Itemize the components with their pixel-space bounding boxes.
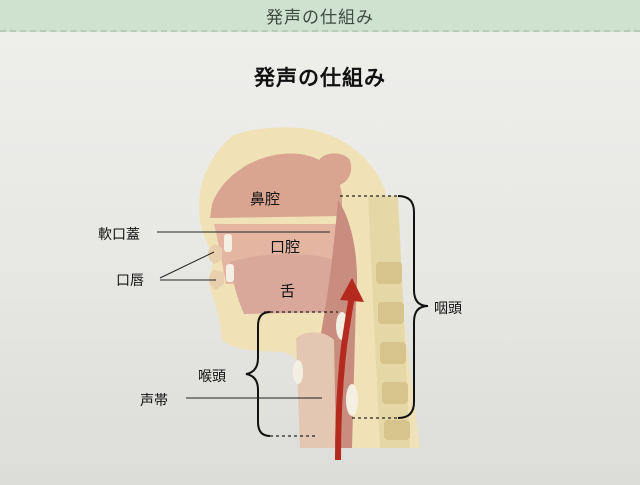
label-lips: 口唇 bbox=[116, 273, 144, 289]
slide-title: 発声の仕組み bbox=[254, 66, 386, 90]
cartilage bbox=[293, 360, 303, 384]
airflow-arrow-shaft bbox=[335, 295, 355, 461]
vertebra bbox=[384, 420, 410, 440]
label-pharynx: 咽頭 bbox=[434, 301, 462, 317]
label-tongue: 舌 bbox=[280, 282, 296, 300]
larynx-brace bbox=[245, 311, 271, 437]
lips-pointer-upper bbox=[159, 251, 215, 279]
vertebra bbox=[376, 262, 402, 284]
header-title: 発声の仕組み bbox=[266, 7, 374, 28]
label-soft-palate: 軟口蓋 bbox=[98, 227, 140, 243]
tongue bbox=[230, 254, 349, 314]
larynx-tissue bbox=[296, 332, 336, 448]
lower-teeth bbox=[226, 264, 234, 282]
label-larynx: 喉頭 bbox=[198, 369, 226, 385]
upper-teeth bbox=[224, 234, 232, 252]
upper-lip bbox=[208, 244, 222, 264]
label-oral-cavity: 口腔 bbox=[270, 238, 301, 256]
vertebra bbox=[380, 342, 406, 364]
cartilage bbox=[346, 384, 358, 416]
vertebra bbox=[382, 382, 408, 404]
header-bar: 発声の仕組み bbox=[0, 0, 640, 32]
pharynx-brace bbox=[397, 195, 429, 419]
nasal-cavity bbox=[210, 153, 342, 218]
label-nasal-cavity: 鼻腔 bbox=[250, 190, 281, 208]
airflow-arrow-head bbox=[340, 278, 364, 302]
lower-lip bbox=[208, 270, 224, 290]
sinus bbox=[316, 153, 352, 186]
vertebra bbox=[378, 302, 404, 324]
label-vocal-cords: 声帯 bbox=[140, 393, 168, 409]
